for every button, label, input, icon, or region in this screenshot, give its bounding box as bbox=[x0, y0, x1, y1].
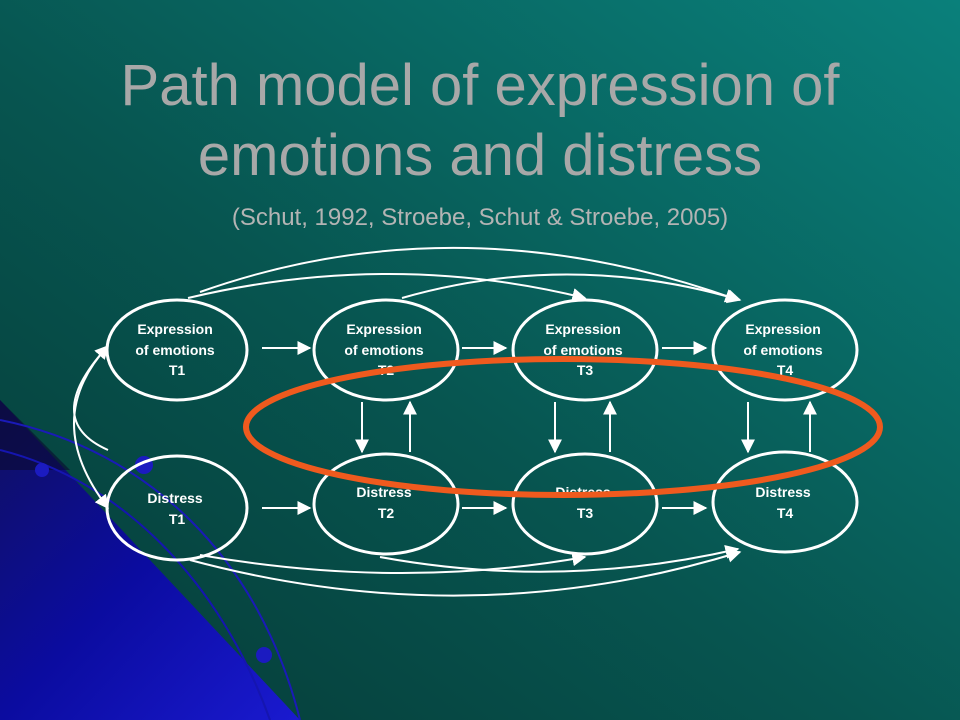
title-line-1: Path model of expression of bbox=[120, 53, 840, 118]
svg-text:Expression of emotions: Expression of emotions T3 bbox=[543, 321, 626, 378]
node-expression-t2: Expression of emotions T2 bbox=[312, 298, 460, 402]
node-distress-t4: Distress T4 bbox=[711, 450, 859, 554]
decor-dot-1 bbox=[35, 463, 49, 477]
svg-text:Distress T4: Distress T4 bbox=[755, 484, 814, 521]
arc-t1-correlation-down bbox=[73, 345, 109, 510]
arc-t1-correlation bbox=[73, 344, 109, 451]
subtitle-citation: (Schut, 1992, Stroebe, Schut & Stroebe, … bbox=[231, 204, 729, 231]
node-distress-t1: Distress T1 bbox=[105, 454, 249, 562]
arc-dist-t2-to-t4 bbox=[379, 545, 740, 573]
node-distress-t2: Distress T2 bbox=[312, 452, 460, 556]
svg-text:Distress T2: Distress T2 bbox=[356, 484, 415, 521]
arc-expr-t1-to-t3 bbox=[187, 273, 587, 302]
node-expression-t3: Expression of emotions T3 bbox=[511, 298, 659, 402]
title-line-2: emotions and distress bbox=[197, 123, 763, 188]
svg-text:Expression of emotions: Expression of emotions T1 bbox=[135, 321, 218, 378]
svg-text:Distress T3: Distress T3 bbox=[555, 484, 614, 521]
arc-dist-t1-to-t3 bbox=[199, 552, 587, 574]
arc-dist-t1-to-t4 bbox=[189, 549, 742, 597]
node-distress-t3: Distress T3 bbox=[511, 452, 659, 556]
arc-expr-t2-to-t4 bbox=[401, 273, 742, 304]
svg-text:Expression of emotions: Expression of emotions T4 bbox=[743, 321, 826, 378]
node-expression-t4: Expression of emotions T4 bbox=[711, 298, 859, 402]
svg-text:Distress T1: Distress T1 bbox=[147, 490, 206, 527]
node-expression-t1: Expression of emotions T1 bbox=[105, 298, 249, 402]
highlight-ellipse bbox=[243, 356, 883, 498]
decor-dot-3 bbox=[256, 647, 272, 663]
arc-expr-t1-to-t4 bbox=[199, 247, 740, 303]
